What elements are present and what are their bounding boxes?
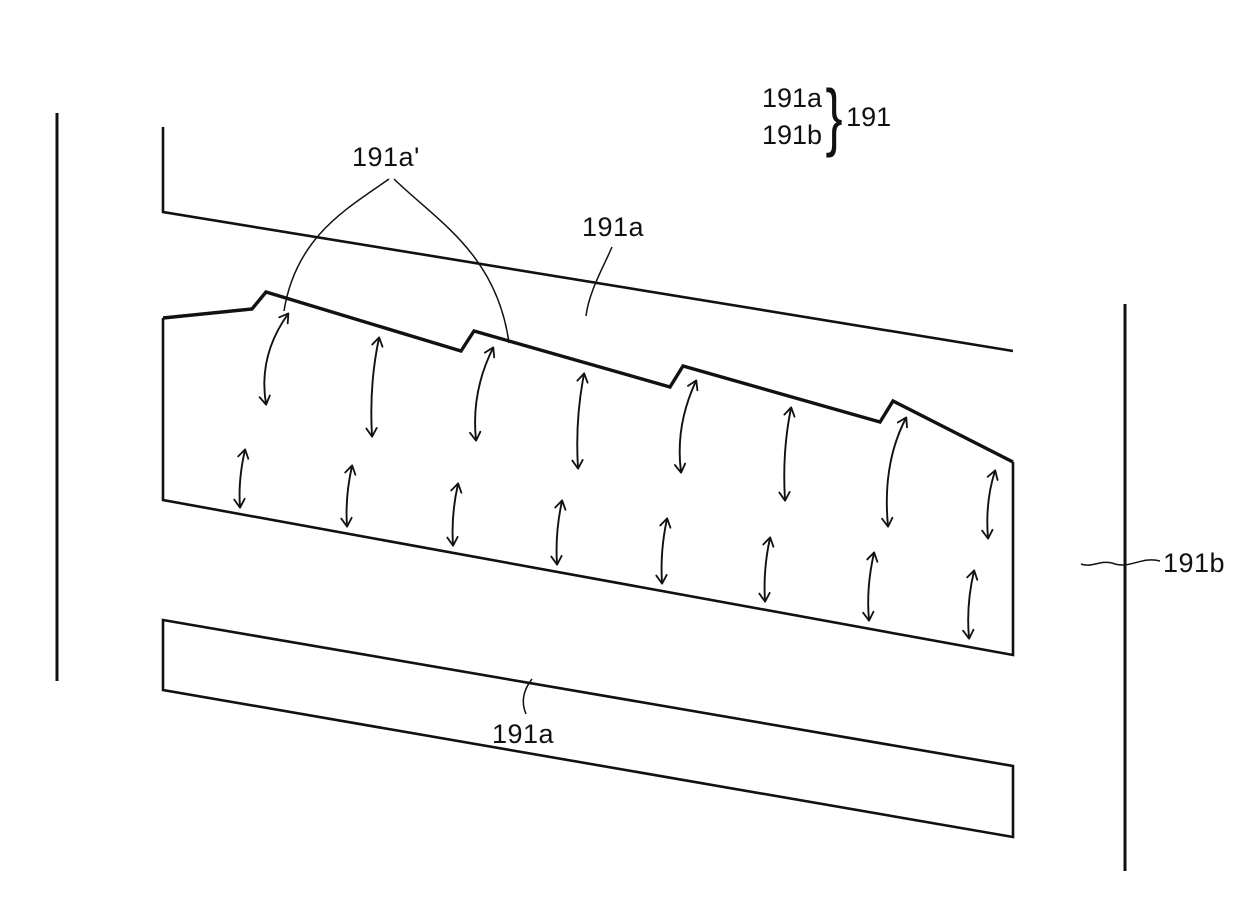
leader-right-sheet-label bbox=[1080, 559, 1161, 566]
arrow-double bbox=[778, 406, 796, 502]
label-191b-right: 191b bbox=[1163, 548, 1226, 578]
leader-bottom-layer-label bbox=[522, 678, 533, 715]
arrow-double bbox=[881, 416, 908, 528]
arrow-double bbox=[233, 448, 250, 509]
label-191a-top: 191a bbox=[582, 212, 645, 242]
arrow-double bbox=[446, 482, 463, 547]
arrow-double bbox=[758, 536, 775, 603]
middle-band-outline bbox=[161, 318, 1015, 657]
leader-teeth-callout-right bbox=[393, 178, 510, 344]
arrow-double bbox=[469, 346, 496, 442]
bottom-plate-outline bbox=[161, 618, 1015, 839]
legend-191b: 191b bbox=[762, 120, 823, 150]
arrow-double bbox=[655, 517, 672, 585]
legend-brace: } bbox=[825, 74, 843, 159]
vibration-arrows-upper bbox=[258, 312, 999, 540]
arrow-double bbox=[981, 469, 999, 540]
label-191a-prime: 191a' bbox=[352, 142, 420, 172]
legend-191: 191 bbox=[846, 101, 892, 132]
legend-191a: 191a bbox=[762, 83, 823, 113]
label-191a-bottom: 191a bbox=[492, 719, 555, 749]
vibration-arrows-lower bbox=[233, 448, 979, 640]
sawtooth-edge bbox=[162, 290, 1014, 464]
arrow-double bbox=[673, 379, 699, 474]
legend-191-group: 191a 191b } 191 bbox=[762, 74, 892, 159]
arrow-double bbox=[962, 569, 979, 640]
top-plate-outline bbox=[161, 127, 1014, 353]
legend-items: 191a 191b bbox=[762, 80, 822, 154]
arrow-double bbox=[550, 499, 567, 566]
arrow-double bbox=[571, 372, 589, 470]
leader-top-layer-label bbox=[585, 246, 613, 317]
arrow-double bbox=[258, 312, 290, 406]
arrow-double bbox=[340, 464, 357, 528]
leader-teeth-callout-left bbox=[283, 178, 390, 312]
arrow-double bbox=[862, 551, 879, 622]
arrow-double bbox=[365, 336, 384, 438]
